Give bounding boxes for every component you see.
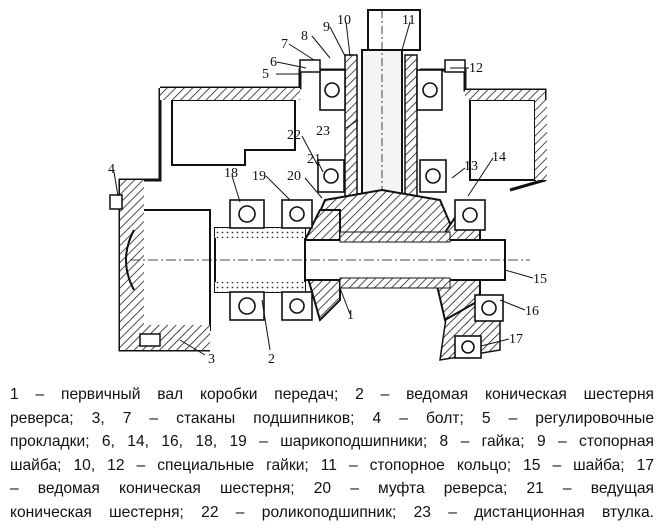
caption-line: прокладки; 6, 14, 16, 18, 19 – шарикопод… bbox=[10, 433, 654, 450]
callout-labels: 1 2 3 4 5 6 7 8 9 10 11 12 13 14 15 16 1… bbox=[108, 13, 547, 367]
callout-3: 3 bbox=[208, 352, 215, 367]
callout-18: 18 bbox=[224, 166, 238, 181]
callout-7: 7 bbox=[281, 37, 288, 52]
callout-16: 16 bbox=[525, 304, 539, 319]
callout-1: 1 bbox=[347, 308, 354, 323]
callout-10: 10 bbox=[337, 13, 351, 28]
leader-lines bbox=[113, 21, 534, 356]
callout-4: 4 bbox=[108, 162, 115, 177]
callout-20: 20 bbox=[287, 169, 301, 184]
caption-line: шайба; 10, 12 – специальные гайки; 11 – … bbox=[10, 456, 654, 474]
callout-8: 8 bbox=[301, 29, 308, 44]
callout-11: 11 bbox=[402, 13, 415, 28]
callout-6: 6 bbox=[270, 55, 277, 70]
vertical-shaft bbox=[344, 9, 421, 230]
upper-bearings bbox=[317, 69, 447, 193]
callout-12: 12 bbox=[469, 61, 483, 76]
shaft-bearings bbox=[229, 199, 504, 359]
caption-line: – ведомая коническая шестерня; 20 – муфт… bbox=[10, 480, 654, 497]
callout-17: 17 bbox=[509, 332, 523, 347]
callout-13: 13 bbox=[464, 159, 478, 174]
caption-line: коническая шестерня; 22 – роликоподшипни… bbox=[10, 503, 654, 521]
callout-2: 2 bbox=[268, 352, 275, 367]
callout-21: 21 bbox=[307, 152, 321, 167]
callout-22: 22 bbox=[287, 128, 301, 143]
reverse-gearbox-drawing: 1 2 3 4 5 6 7 8 9 10 11 12 13 14 15 16 1… bbox=[108, 9, 547, 367]
caption-line: 1 – первичный вал коробки передач; 2 – в… bbox=[10, 386, 654, 403]
callout-23: 23 bbox=[316, 124, 330, 139]
callout-15: 15 bbox=[533, 272, 547, 287]
caption-line: реверса; 3, 7 – стаканы подшипников; 4 –… bbox=[10, 409, 654, 427]
callout-5: 5 bbox=[262, 67, 269, 82]
callout-9: 9 bbox=[323, 20, 330, 35]
callout-14: 14 bbox=[492, 150, 506, 165]
fasteners bbox=[109, 59, 466, 347]
callout-19: 19 bbox=[252, 169, 266, 184]
figure-caption: 1 – первичный вал коробки передач; 2 – в… bbox=[10, 383, 654, 524]
